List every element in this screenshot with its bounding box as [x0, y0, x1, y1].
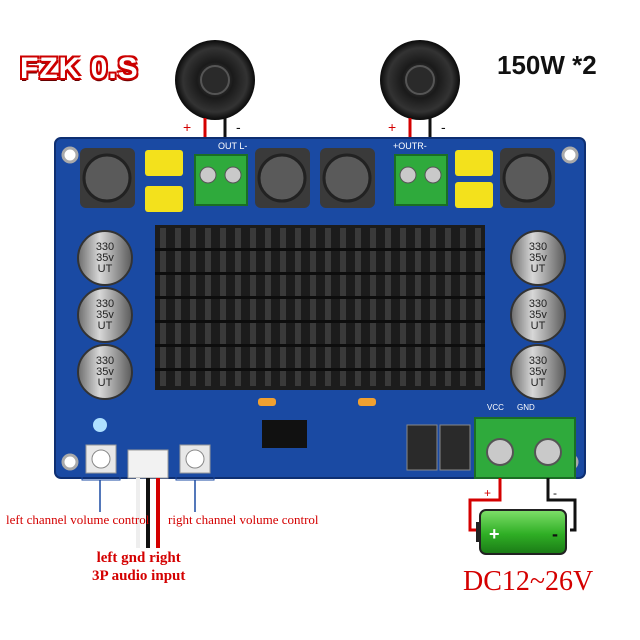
- inductor: [255, 148, 310, 208]
- power-led: [93, 418, 107, 432]
- left-speaker-icon: [175, 40, 255, 150]
- power-input-terminal: [474, 417, 576, 479]
- svg-text:UT: UT: [98, 377, 113, 389]
- svg-text:35v: 35v: [529, 252, 547, 264]
- svg-text:UT: UT: [98, 320, 113, 332]
- right-speaker-icon: [380, 40, 460, 150]
- amplifier-chip: [262, 420, 307, 448]
- inductor: [320, 148, 375, 208]
- svg-text:35v: 35v: [96, 252, 114, 264]
- svg-text:330: 330: [529, 298, 547, 310]
- svg-text:UT: UT: [531, 320, 546, 332]
- svg-text:330: 330: [96, 298, 114, 310]
- positive-wire: [468, 478, 502, 532]
- supply-voltage-label: DC12~26V: [463, 566, 594, 597]
- svg-text:35v: 35v: [96, 309, 114, 321]
- inductor: [500, 148, 555, 208]
- inductor: [80, 148, 135, 208]
- audio-input-label: left gnd right 3P audio input: [92, 549, 185, 585]
- svg-text:UT: UT: [531, 263, 546, 275]
- svg-text:35v: 35v: [96, 366, 114, 378]
- supply-minus-mark: -: [553, 486, 557, 500]
- left-pot-highlight: [81, 439, 121, 481]
- supply-plus-mark: +: [484, 486, 491, 500]
- svg-text:330: 330: [96, 355, 114, 367]
- left-plus-mark: +: [183, 119, 191, 135]
- battery-icon: + -: [476, 509, 567, 555]
- svg-text:330: 330: [529, 355, 547, 367]
- power-diodes: [406, 424, 471, 471]
- right-volume-label: right channel volume control: [168, 512, 319, 527]
- svg-text:330: 330: [529, 241, 547, 253]
- vcc-label: VCC: [487, 403, 504, 412]
- svg-text:35v: 35v: [529, 366, 547, 378]
- left-volume-label: left channel volume control: [6, 512, 150, 527]
- negative-wire: [546, 478, 577, 532]
- right-plus-mark: +: [388, 119, 396, 135]
- svg-text:+: +: [489, 524, 500, 544]
- left-volume-potentiometer[interactable]: [85, 444, 117, 474]
- audio-pins-label: left gnd right: [96, 550, 181, 566]
- right-minus-mark: -: [441, 119, 446, 135]
- output-right-label: +OUTR-: [393, 141, 427, 151]
- svg-text:UT: UT: [531, 377, 546, 389]
- svg-text:UT: UT: [98, 263, 113, 275]
- audio-input-title: 3P audio input: [92, 568, 186, 584]
- output-left-label: OUT L-: [218, 141, 247, 151]
- svg-text:330: 330: [96, 241, 114, 253]
- left-output-terminal: [194, 154, 248, 206]
- right-output-terminal: [394, 154, 448, 206]
- smd-parts: [258, 398, 376, 406]
- power-rating: 150W *2: [497, 50, 597, 80]
- svg-text:-: -: [552, 524, 558, 544]
- audio-input-connector: [127, 449, 169, 548]
- film-capacitors: [145, 150, 493, 212]
- right-volume-potentiometer[interactable]: [179, 444, 211, 474]
- gnd-label: GND: [517, 403, 535, 412]
- heatsink: [155, 225, 485, 390]
- brand-logo-text: FZK 0.S: [20, 52, 139, 85]
- left-minus-mark: -: [236, 119, 241, 135]
- svg-text:35v: 35v: [529, 309, 547, 321]
